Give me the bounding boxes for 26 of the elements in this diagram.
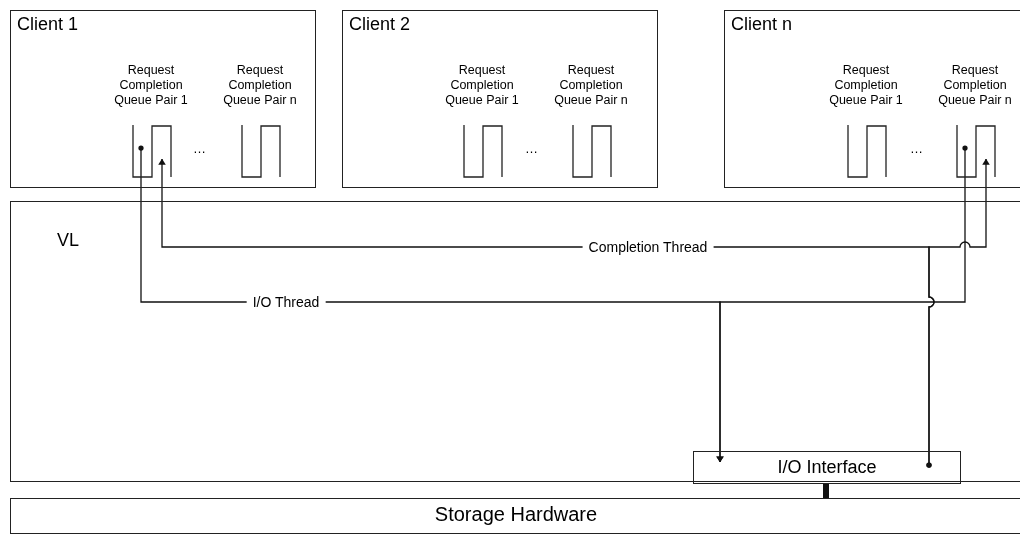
- client-box: [724, 10, 1020, 188]
- box-title: Client 1: [17, 14, 79, 35]
- connector-bar: [823, 483, 829, 498]
- client-box: [10, 10, 316, 188]
- box-title: I/O Interface: [776, 457, 878, 478]
- arrow: [926, 158, 990, 468]
- arrow: [716, 145, 968, 463]
- hardware-box: [10, 498, 1020, 534]
- box-title: Client n: [731, 14, 793, 35]
- queue-pair-label: Request Completion Queue Pair n: [937, 63, 1013, 108]
- queue-pair-label: Request Completion Queue Pair 1: [828, 63, 904, 108]
- queue-pair-label: Request Completion Queue Pair n: [553, 63, 629, 108]
- box-title: VL: [57, 230, 80, 251]
- queue-pair-label: Request Completion Queue Pair 1: [113, 63, 189, 108]
- queue-pair-label: Request Completion Queue Pair n: [222, 63, 298, 108]
- queue-pair-label: Request Completion Queue Pair 1: [444, 63, 520, 108]
- client-box: [342, 10, 658, 188]
- edge-label: Completion Thread: [582, 239, 714, 255]
- ellipsis-label: …: [910, 141, 923, 156]
- box-title: Storage Hardware: [433, 503, 599, 526]
- interface-box: [693, 451, 961, 484]
- ellipsis-label: …: [525, 141, 538, 156]
- edge-label: I/O Thread: [246, 294, 326, 310]
- ellipsis-label: …: [193, 141, 206, 156]
- box-title: Client 2: [349, 14, 411, 35]
- layer-box: [10, 201, 1020, 482]
